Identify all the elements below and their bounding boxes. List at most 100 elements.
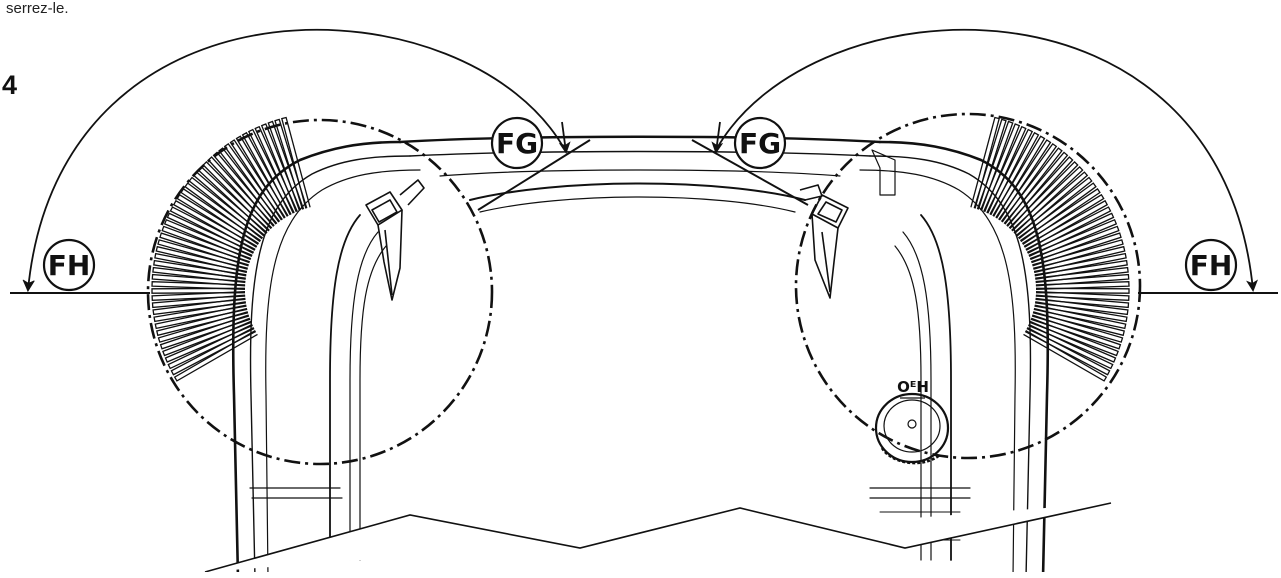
bristle <box>992 135 1046 219</box>
bristle <box>1032 239 1124 270</box>
rotation-arc-right <box>715 28 1258 292</box>
bristle <box>1021 193 1105 248</box>
bristle <box>1015 176 1093 240</box>
bristle <box>188 176 266 240</box>
bristle <box>166 212 255 257</box>
bristle <box>154 304 248 330</box>
bristle <box>1000 147 1063 225</box>
label-fg-right: FG <box>733 116 787 170</box>
bristle <box>1028 320 1117 363</box>
rotation-arc-left <box>23 28 566 292</box>
bristle <box>163 218 253 261</box>
bristle <box>1017 182 1097 243</box>
bristle <box>164 320 253 363</box>
bristle <box>223 143 283 223</box>
break-line <box>204 502 1112 573</box>
bristle <box>1024 327 1111 376</box>
label-fg-right-text: FG <box>739 127 781 160</box>
bristle <box>151 291 246 301</box>
label-fg-left: FG <box>490 116 544 170</box>
machine-body <box>231 135 1050 578</box>
bristle <box>976 120 1014 211</box>
bristle <box>1035 266 1129 284</box>
label-fh-right-text: FH <box>1190 249 1233 282</box>
bristle <box>159 232 250 267</box>
fg-line-left <box>477 139 591 211</box>
bristle <box>989 131 1040 217</box>
bristle <box>1031 311 1124 343</box>
bristle <box>998 143 1058 223</box>
bristle <box>1033 304 1127 330</box>
bristle <box>1026 323 1114 370</box>
bristle <box>1035 287 1130 294</box>
bristle <box>151 294 246 309</box>
bristle <box>229 139 286 221</box>
bristle <box>995 139 1052 221</box>
bristle <box>260 123 302 213</box>
bristle <box>1008 160 1079 232</box>
bristle <box>1035 281 1130 290</box>
bristle <box>157 311 250 343</box>
fg-line-right <box>691 139 809 206</box>
bristle <box>1019 187 1101 245</box>
brush-left-bristles <box>151 116 311 382</box>
bristle <box>254 125 298 214</box>
bristle <box>247 128 295 216</box>
bristle <box>1034 259 1128 280</box>
bristle <box>151 287 246 294</box>
bristle <box>207 156 275 230</box>
bristle <box>153 259 247 280</box>
bristle <box>1025 206 1112 254</box>
label-fg-left-text: FG <box>496 127 538 160</box>
right-region-circle <box>794 112 1142 460</box>
bristle <box>1033 245 1126 274</box>
bristle <box>170 327 257 376</box>
bristle <box>983 125 1027 214</box>
bristle <box>172 199 258 251</box>
bristle <box>152 297 246 316</box>
bristle <box>152 266 246 284</box>
bristle <box>169 206 256 254</box>
bristle <box>1023 199 1109 251</box>
bristle <box>161 225 252 264</box>
bristle <box>218 147 281 225</box>
right-latch <box>799 184 849 299</box>
bristle <box>162 317 252 357</box>
bristle <box>1028 218 1118 261</box>
bristle <box>1035 297 1129 316</box>
bristle <box>1033 252 1127 277</box>
bristle <box>153 301 247 323</box>
bristle <box>1030 314 1122 350</box>
bristle <box>1031 232 1122 267</box>
caption-text: serrez-le. <box>6 0 69 17</box>
bristle <box>1032 307 1125 337</box>
left-latch <box>365 179 425 301</box>
bristle <box>157 239 249 270</box>
bristle <box>1026 212 1115 257</box>
bristle <box>986 128 1034 216</box>
bristle <box>1029 317 1119 357</box>
bristle <box>1006 156 1074 230</box>
bristle <box>1011 165 1084 235</box>
bristle <box>151 273 246 287</box>
bristle <box>1035 273 1130 287</box>
bristle <box>1023 330 1108 382</box>
bristle <box>235 135 289 219</box>
bristle <box>1003 151 1069 227</box>
figure-number: 4 <box>2 70 18 100</box>
adjustment-knob <box>874 392 950 465</box>
region-circles <box>146 112 1142 466</box>
bristle <box>1034 301 1128 323</box>
brush-right-bristles <box>970 116 1130 382</box>
left-region-circle <box>146 118 494 466</box>
bristle <box>267 120 305 211</box>
label-fh-right: FH <box>1184 238 1238 292</box>
knob-mark-label: OᴱH <box>897 378 929 396</box>
bristle <box>156 307 249 337</box>
bristle <box>154 252 248 277</box>
bristle <box>159 314 251 350</box>
bristle <box>1029 225 1120 264</box>
bristle <box>167 323 255 370</box>
bristle <box>1013 171 1089 237</box>
bristle <box>155 245 248 274</box>
